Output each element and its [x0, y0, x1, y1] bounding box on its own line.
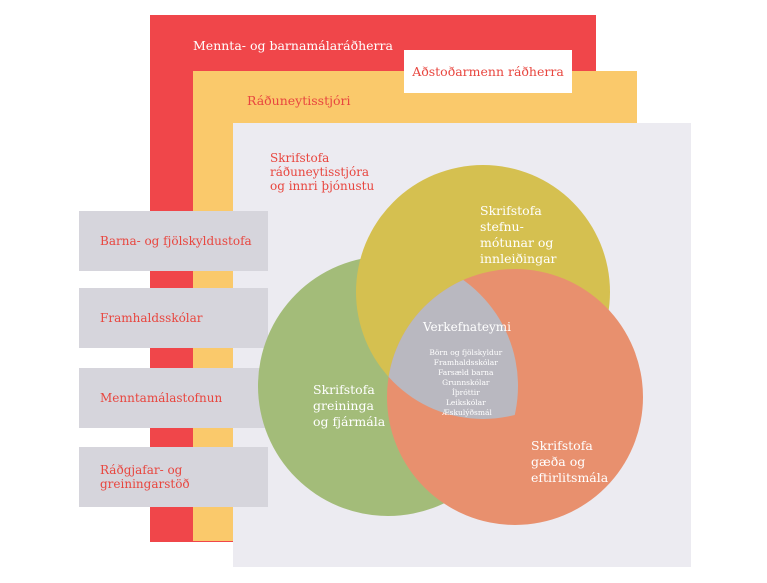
agency-label: Menntamálastofnun: [100, 391, 223, 405]
agency-box-education-directorate: Menntamálastofnun: [79, 368, 268, 428]
agency-label: Barna- og fjölskyldustofa: [100, 234, 252, 248]
venn-center-item: Grunnskólar: [442, 378, 490, 387]
assistants-box: Aðstoðarmenn ráðherra: [404, 50, 572, 93]
agency-box-diagnostic-centre: Ráðgjafar- og greiningarstöð: [79, 447, 268, 507]
venn-center-item: Framhaldsskólar: [434, 358, 499, 367]
venn-label-quality: Skrifstofa gæða og eftirlitsmála: [531, 438, 609, 485]
venn-center-item: Farsæld barna: [438, 368, 494, 377]
venn-center-list: Börn og fjölskyldur Framhaldsskólar Fars…: [429, 348, 504, 417]
venn-center-item: Íþróttir: [452, 388, 480, 397]
agency-label: Ráðgjafar- og: [100, 463, 183, 477]
venn-center-title: Verkefnateymi: [422, 320, 511, 334]
office-label-line: og innri þjónustu: [270, 179, 375, 193]
assistants-label: Aðstoðarmenn ráðherra: [412, 64, 564, 79]
office-label-line: ráðuneytisstjóra: [270, 165, 370, 179]
secretary-label: Ráðuneytisstjóri: [247, 93, 351, 108]
office-label: Skrifstofa ráðuneytisstjóra og innri þjó…: [270, 151, 374, 193]
agency-label: Framhaldsskólar: [100, 311, 203, 325]
minister-label: Mennta- og barnamálaráðherra: [193, 38, 393, 53]
venn-center-item: Börn og fjölskyldur: [429, 348, 502, 357]
venn-center-item: Æskulýðsmál: [441, 408, 492, 417]
agency-label: greiningarstöð: [100, 477, 190, 491]
office-label-line: Skrifstofa: [270, 151, 330, 165]
venn-center-item: Leikskólar: [446, 398, 486, 407]
venn-label-policy: Skrifstofa stefnu- mótunar og innleiðing…: [480, 203, 557, 266]
agency-box-children-family: Barna- og fjölskyldustofa: [79, 211, 268, 271]
venn-label-analysis: Skrifstofa greininga og fjármála: [313, 382, 386, 429]
agency-box-upper-secondary: Framhaldsskólar: [79, 288, 268, 348]
venn-center-region: [387, 269, 518, 419]
